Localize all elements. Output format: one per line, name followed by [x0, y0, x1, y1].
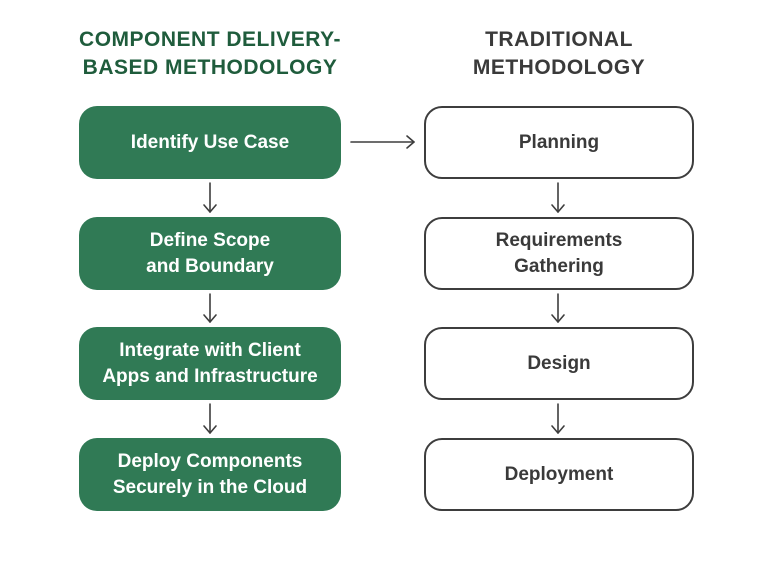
- step-deploy-components: Deploy Components Securely in the Cloud: [79, 438, 341, 511]
- step-deployment: Deployment: [424, 438, 694, 511]
- step-integrate-client-apps: Integrate with Client Apps and Infrastru…: [79, 327, 341, 400]
- arrow-down-icon: [203, 182, 217, 213]
- step-design: Design: [424, 327, 694, 400]
- step-planning: Planning: [424, 106, 694, 179]
- arrow-down-icon: [551, 293, 565, 323]
- step-define-scope: Define Scope and Boundary: [79, 217, 341, 290]
- arrow-down-icon: [551, 403, 565, 434]
- step-requirements-gathering: Requirements Gathering: [424, 217, 694, 290]
- arrow-right-icon: [350, 135, 415, 149]
- arrow-down-icon: [203, 403, 217, 434]
- left-column-title: COMPONENT DELIVERY- BASED METHODOLOGY: [79, 28, 341, 79]
- right-column-title: TRADITIONAL METHODOLOGY: [472, 28, 646, 79]
- step-identify-use-case: Identify Use Case: [79, 106, 341, 179]
- arrow-down-icon: [551, 182, 565, 213]
- arrow-down-icon: [203, 293, 217, 323]
